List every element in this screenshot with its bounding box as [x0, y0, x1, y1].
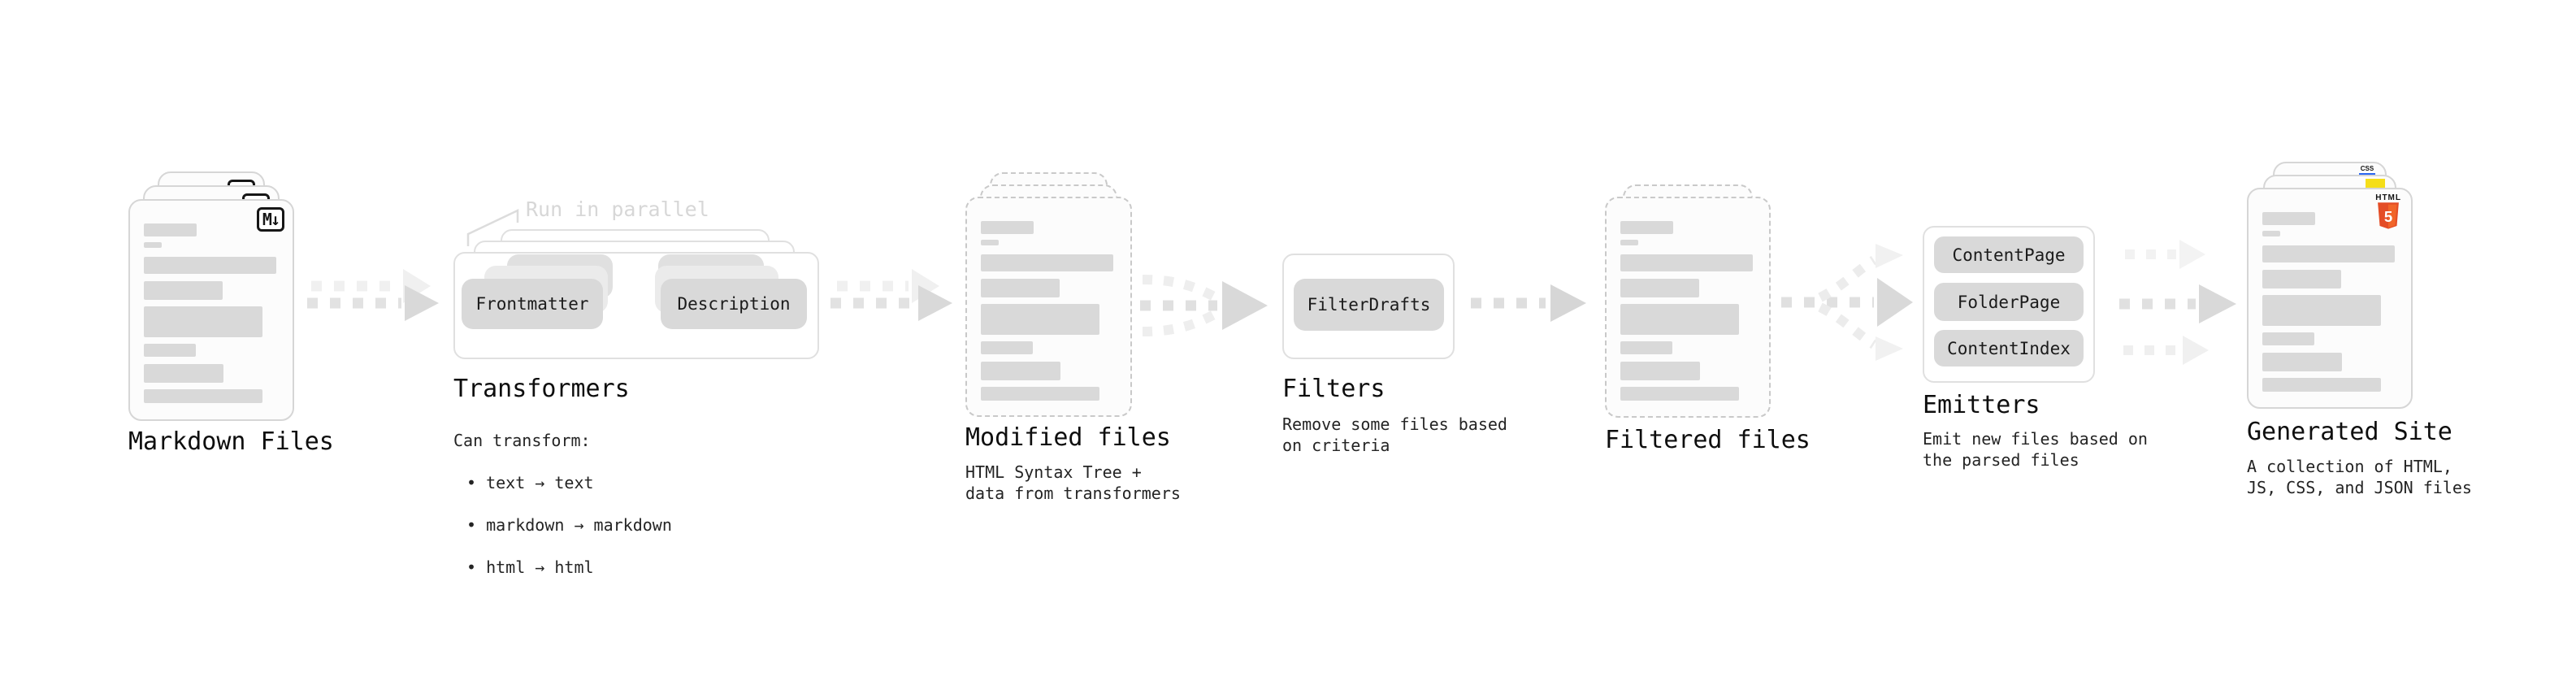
transform-text: markdown → markdown	[486, 515, 672, 535]
html5-file-icon: HTML 5	[2375, 193, 2401, 230]
transform-text: text → text	[486, 473, 594, 492]
content-bar	[2262, 378, 2381, 392]
content-bar	[144, 344, 196, 357]
content-bar	[1620, 387, 1739, 401]
file-content-placeholder	[981, 221, 1113, 401]
content-bar	[981, 362, 1060, 380]
content-bar	[2262, 231, 2280, 236]
content-bar	[144, 364, 223, 383]
node-description: Description	[661, 279, 807, 329]
node-contentindex: ContentIndex	[1934, 330, 2084, 367]
content-bar	[144, 281, 223, 300]
content-bar	[981, 341, 1033, 354]
content-bar	[981, 254, 1113, 271]
stage-markdown-files: M↓ M↓ M↓	[128, 171, 315, 423]
transformers-caption: Can transform: • text → text • markdown …	[453, 409, 672, 599]
content-bar	[1620, 240, 1638, 245]
content-bar	[2262, 295, 2381, 326]
bullet-glyph: •	[466, 515, 477, 535]
content-bar	[981, 387, 1099, 401]
arrow-markdown-to-transformers	[307, 269, 439, 321]
content-bar	[1620, 221, 1673, 234]
html5-shield-icon: 5	[2378, 202, 2400, 229]
file-content-placeholder	[144, 223, 276, 403]
content-bar	[1620, 304, 1739, 335]
content-bar	[2262, 245, 2395, 262]
content-bar	[144, 223, 197, 236]
content-bar	[144, 257, 276, 274]
content-bar	[2262, 353, 2342, 371]
content-bar	[1620, 279, 1699, 297]
arrow-transformers-to-modified	[830, 269, 952, 321]
parallel-note-connector	[466, 209, 519, 246]
generated-site-caption: A collection of HTML, JS, CSS, and JSON …	[2247, 457, 2472, 497]
content-bar	[981, 240, 999, 245]
stage-modified-files	[965, 172, 1152, 424]
content-bar	[144, 306, 262, 337]
arrow-emitters-to-generated	[2119, 240, 2236, 365]
stage-filters: FilterDrafts	[1282, 254, 1455, 359]
file-card-front	[1605, 197, 1771, 418]
content-bar	[144, 242, 162, 248]
stage-filtered-files	[1605, 184, 1792, 428]
transform-text: html → html	[486, 557, 594, 577]
bullet-glyph: •	[466, 557, 477, 577]
content-bar	[981, 304, 1099, 335]
emitters-label: Emitters	[1923, 391, 2040, 419]
modified-files-label: Modified files	[965, 423, 1171, 452]
file-content-placeholder	[2262, 212, 2395, 392]
content-bar	[1620, 362, 1700, 380]
content-bar	[1620, 341, 1672, 354]
emitters-caption: Emit new files based on the parsed files	[1923, 429, 2148, 470]
file-card-front: M↓	[128, 199, 294, 421]
filters-caption: Remove some files based on criteria	[1282, 414, 1507, 455]
stage-generated-site: CSS HTML 5	[2247, 162, 2434, 414]
css-label: CSS	[2360, 165, 2374, 172]
caption-heading: Can transform:	[453, 431, 591, 450]
transformers-label: Transformers	[453, 375, 630, 403]
node-frontmatter: Frontmatter	[462, 279, 603, 329]
markdown-files-label: Markdown Files	[128, 427, 334, 456]
arrow-modified-to-filters	[1140, 275, 1268, 336]
svg-text:5: 5	[2384, 208, 2392, 225]
content-bar	[2262, 332, 2314, 345]
transform-item: • html → html	[453, 557, 672, 578]
filters-label: Filters	[1282, 375, 1386, 403]
parallel-note: Run in parallel	[526, 197, 709, 221]
content-bar	[981, 221, 1034, 234]
generated-site-label: Generated Site	[2247, 418, 2452, 446]
html5-label: HTML	[2375, 193, 2401, 202]
modified-files-caption: HTML Syntax Tree + data from transformer…	[965, 462, 1181, 503]
arrow-filtered-to-emitters	[1781, 244, 1913, 361]
content-bar	[2262, 212, 2315, 225]
file-content-placeholder	[1620, 221, 1753, 401]
node-folderpage: FolderPage	[1934, 283, 2084, 321]
content-bar	[144, 389, 262, 403]
arrow-filters-to-filtered	[1471, 284, 1586, 322]
transform-item: • text → text	[453, 472, 672, 493]
bullet-glyph: •	[466, 473, 477, 492]
content-bar	[2262, 270, 2341, 288]
stage-emitters: ContentPage FolderPage ContentIndex	[1923, 226, 2095, 383]
content-bar	[1620, 254, 1753, 271]
file-card-front	[965, 197, 1132, 417]
node-contentpage: ContentPage	[1934, 236, 2084, 273]
transform-item: • markdown → markdown	[453, 514, 672, 536]
file-card-front: HTML 5	[2247, 188, 2413, 409]
stage-transformers: Frontmatter Description	[453, 229, 827, 367]
markdown-file-icon: M↓	[256, 207, 284, 232]
filtered-files-label: Filtered files	[1605, 426, 1811, 454]
node-filterdrafts: FilterDrafts	[1294, 279, 1444, 331]
content-bar	[981, 279, 1060, 297]
